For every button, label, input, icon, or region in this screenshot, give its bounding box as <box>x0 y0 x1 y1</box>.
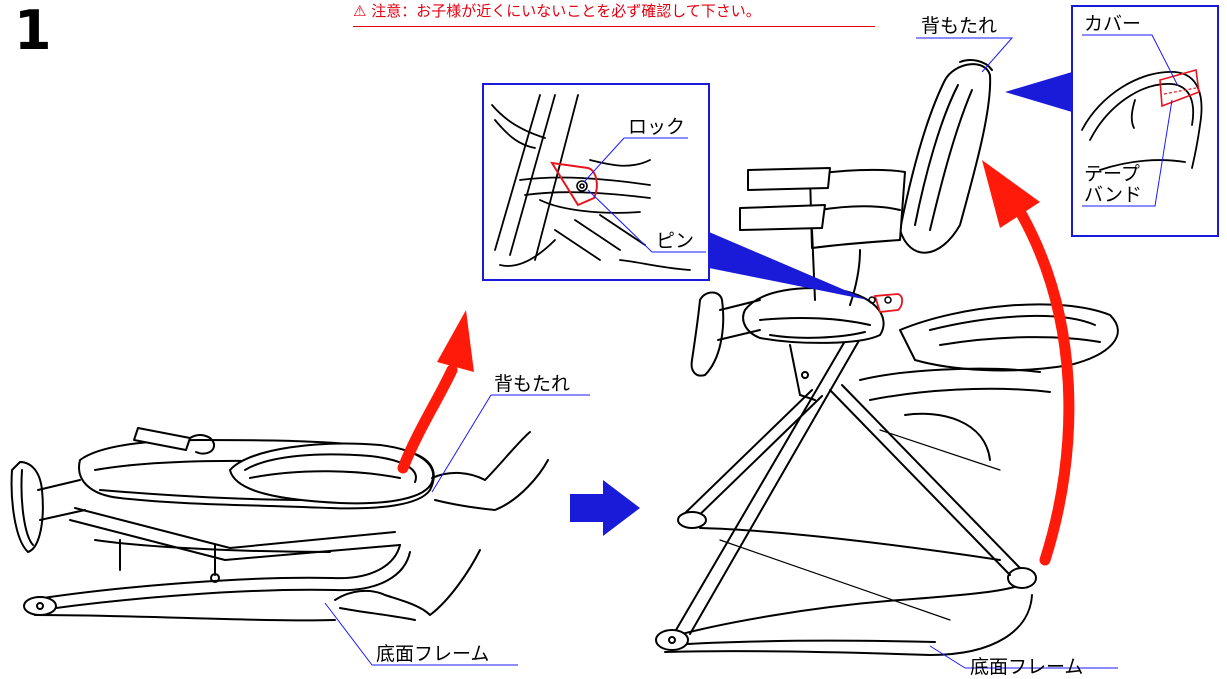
label-backrest-top: 背もたれ <box>921 15 997 37</box>
step-number: 1 <box>14 0 52 62</box>
lift-arrow-right <box>1016 209 1075 566</box>
label-lock: ロック <box>628 116 685 138</box>
next-step-arrow <box>570 480 640 536</box>
lock-detail-drawing <box>491 94 691 271</box>
high-chair-illustration <box>655 59 1119 656</box>
lift-arrow-left <box>397 364 458 474</box>
callout-lines <box>324 34 1179 669</box>
cover-detail-inset <box>1071 5 1219 237</box>
label-backrest-left: 背もたれ <box>494 373 570 395</box>
cover-detail-highlight <box>1159 68 1200 108</box>
warning-underline <box>353 26 875 27</box>
label-cover: カバー <box>1084 13 1141 35</box>
warning-notice: ⚠ 注意：お子様が近くにいないことを必ず確認して下さい。 <box>353 2 761 20</box>
label-base-frame-left: 底面フレーム <box>376 643 489 665</box>
lock-detail-highlight <box>550 161 598 207</box>
lift-arrow-left-head <box>437 310 474 372</box>
label-base-frame-right: 底面フレーム <box>970 656 1083 678</box>
folded-chair-illustration <box>10 427 549 622</box>
chair-lock-highlight <box>873 293 904 313</box>
label-tape-band-line1: テープ <box>1084 163 1140 185</box>
cover-detail-pointer <box>1005 72 1072 112</box>
label-tape-band-line2: バンド <box>1084 184 1142 206</box>
lift-arrow-right-head <box>982 160 1040 228</box>
label-pin: ピン <box>656 230 694 252</box>
cover-detail-drawing <box>1081 71 1203 171</box>
lock-detail-pointer <box>709 232 868 300</box>
